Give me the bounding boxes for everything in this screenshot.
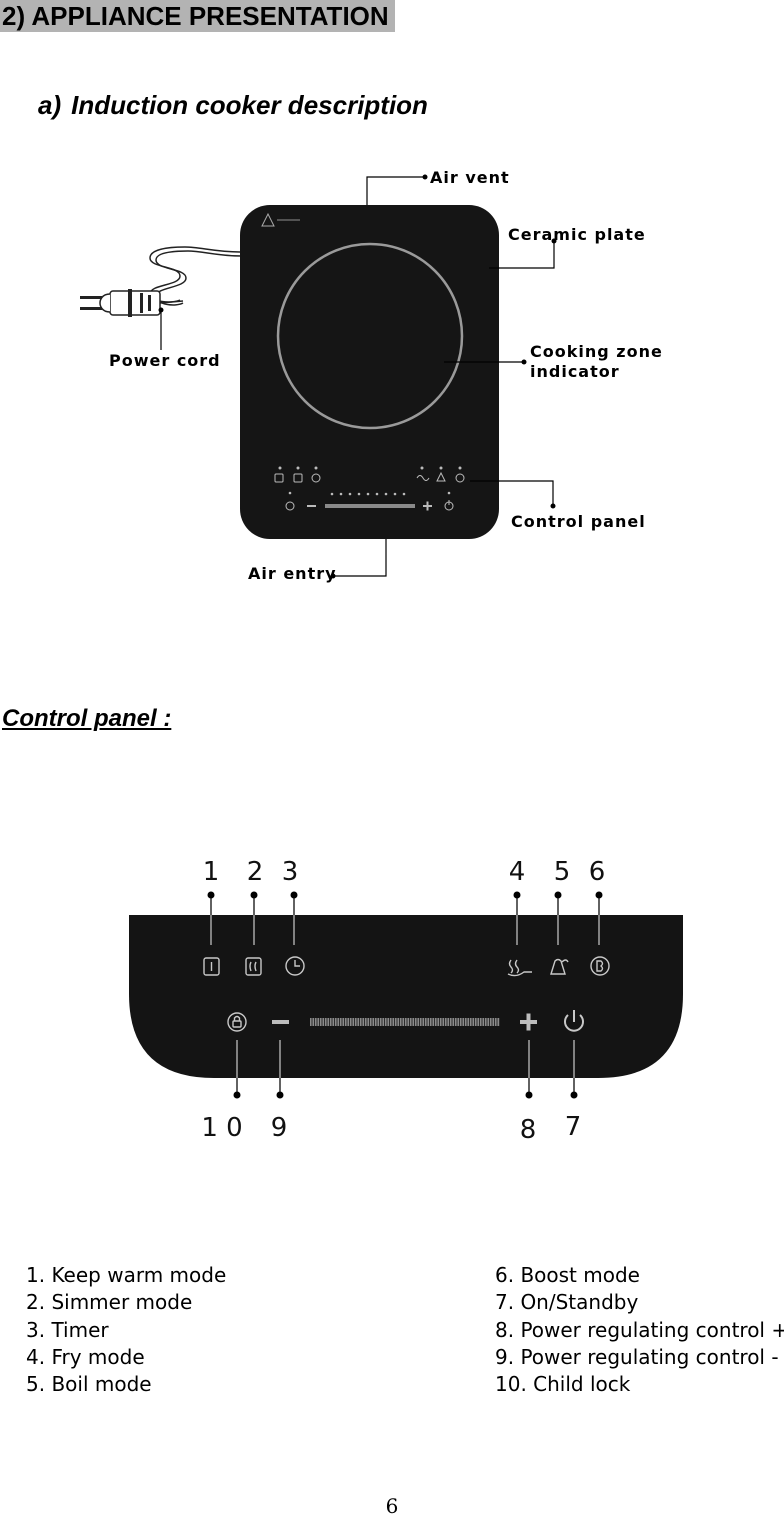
cooker-body: [240, 205, 499, 539]
cooker-diagram: Air vent Ceramic plate Cooking zone indi…: [80, 168, 663, 583]
boil-icon: [550, 958, 569, 975]
fry-icon: [507, 959, 532, 977]
plug-icon: [80, 289, 161, 317]
callout-cooking-zone-indicator: indicator: [530, 362, 620, 381]
power-slider: [310, 1018, 500, 1026]
number-leader-dots: [207, 891, 603, 1099]
subsection-title: a) Induction cooker description: [38, 88, 428, 122]
timer-icon: [285, 956, 305, 976]
power-cord-illustration: [149, 246, 243, 306]
power-icon: [564, 1010, 584, 1032]
minus-icon: [272, 1020, 289, 1024]
simmer-icon: [245, 957, 262, 976]
callout-power-cord: Power cord: [109, 351, 221, 370]
control-panel-title: Control panel :: [2, 705, 172, 732]
plus-icon: [520, 1013, 537, 1031]
callout-ceramic-plate: Ceramic plate: [508, 225, 646, 244]
page-number: 6: [385, 1494, 399, 1518]
number-5: 5: [554, 857, 571, 887]
callout-dots: [158, 174, 557, 579]
legend-item: 8. Power regulating control +: [495, 1317, 784, 1342]
section-title: 2) APPLIANCE PRESENTATION: [0, 0, 395, 32]
legend-item: 10. Child lock: [495, 1372, 631, 1397]
legend-item: 4. Fry mode: [26, 1344, 145, 1369]
number-10: 1 0: [201, 1113, 242, 1143]
child-lock-icon: [227, 1012, 247, 1032]
callout-control-panel: Control panel: [511, 512, 646, 531]
callout-cooking-zone: Cooking zone: [530, 342, 663, 361]
number-8: 8: [520, 1115, 537, 1145]
legend-left: 1. Keep warm mode 2. Simmer mode 3. Time…: [26, 1262, 226, 1398]
warning-icon: [261, 212, 300, 227]
callout-air-vent: Air vent: [430, 168, 510, 187]
number-6: 6: [589, 857, 606, 887]
mini-control-panel: [274, 466, 465, 511]
subsection-label: a): [38, 90, 62, 120]
number-3: 3: [282, 857, 299, 887]
legend-item: 9. Power regulating control -: [495, 1344, 779, 1369]
boost-icon: [590, 956, 610, 976]
number-4: 4: [509, 857, 526, 887]
legend-item: 7. On/Standby: [495, 1290, 639, 1315]
cooking-zone-ring: [276, 242, 464, 430]
control-panel-diagram: 1 2 3 4 5 6 1 0 9 8 7: [129, 857, 683, 1145]
legend-item: 1. Keep warm mode: [26, 1263, 227, 1287]
control-panel-body: [129, 915, 683, 1078]
number-7: 7: [565, 1112, 582, 1142]
legend-item: 3. Timer: [26, 1317, 109, 1342]
callout-lines: [160, 176, 555, 577]
legend-item: 6. Boost mode: [495, 1263, 640, 1287]
number-9: 9: [271, 1113, 288, 1143]
legend-item: 2. Simmer mode: [26, 1290, 193, 1315]
legend-item: 5. Boil mode: [26, 1372, 152, 1397]
callout-air-entry: Air entry: [248, 564, 337, 583]
legend-right: 6. Boost mode 7. On/Standby 8. Power reg…: [495, 1262, 784, 1398]
keep-warm-icon: [203, 957, 220, 976]
number-1: 1: [203, 857, 220, 887]
subsection-text: Induction cooker description: [71, 90, 428, 120]
number-2: 2: [247, 857, 264, 887]
